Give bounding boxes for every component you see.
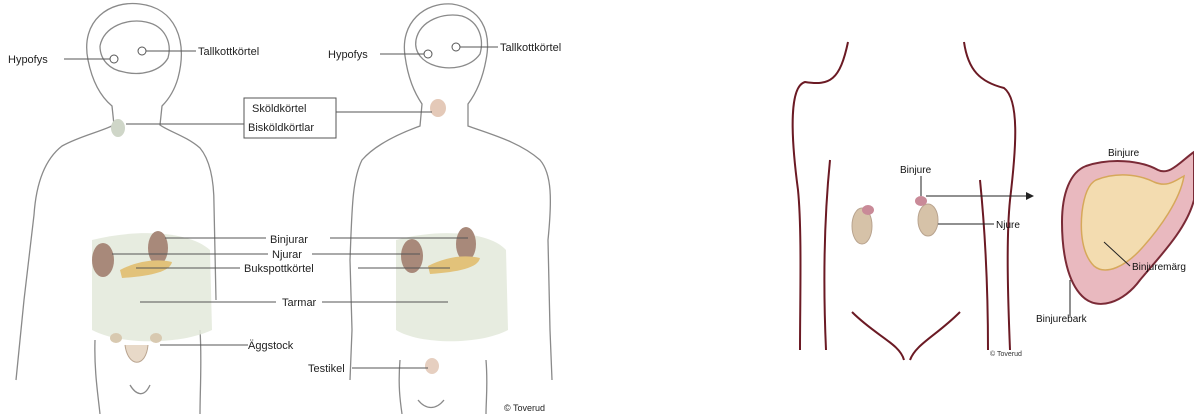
label-binjure: Binjure	[900, 165, 932, 176]
female-pituitary-marker	[110, 55, 118, 63]
label-female-hypofys: Hypofys	[8, 54, 48, 66]
label-male-hypofys: Hypofys	[328, 49, 368, 61]
female-ovary-left	[110, 333, 122, 343]
female-ovary-right	[150, 333, 162, 343]
label-male-tallkottkortel: Tallkottkörtel	[500, 42, 561, 54]
label-aggstock: Äggstock	[248, 340, 294, 352]
female-kidney-left	[92, 243, 114, 277]
arrow-head	[1026, 192, 1034, 200]
label-female-tallkottkortel: Tallkottkörtel	[198, 46, 259, 58]
adrenal-left	[862, 205, 874, 215]
label-bukspottkortel: Bukspottkörtel	[244, 263, 314, 275]
torso-groin	[852, 312, 960, 360]
detail-cortex: Binjurebark	[1036, 314, 1088, 325]
torso-left-arm	[824, 160, 830, 350]
female-brain	[100, 21, 169, 73]
male-pituitary-marker	[424, 50, 432, 58]
adrenal-detail: Binjure Binjuremärg Binjurebark	[1036, 148, 1194, 325]
adrenal-right	[915, 196, 927, 206]
detail-medulla: Binjuremärg	[1132, 262, 1186, 273]
female-legs-outline	[95, 330, 201, 414]
label-njure: Njure	[996, 220, 1020, 231]
male-kidney-right	[456, 227, 476, 261]
left-credit: © Toverud	[504, 403, 545, 413]
label-testikel: Testikel	[308, 363, 345, 375]
male-testicle	[425, 358, 439, 374]
female-uterus	[125, 345, 148, 362]
female-figure: Hypofys Tallkottkörtel Äggstock	[8, 3, 294, 414]
torso-outline-left	[793, 42, 848, 350]
label-biskoldkortlar: Bisköldkörtlar	[248, 122, 314, 134]
detail-title: Binjure	[1108, 148, 1140, 159]
male-brain	[416, 15, 482, 68]
female-pineal-marker	[138, 47, 146, 55]
right-torso: Binjure Njure © Toverud	[793, 42, 1034, 360]
label-skoldkortel: Sköldkörtel	[252, 103, 306, 115]
label-tarmar: Tarmar	[282, 297, 317, 309]
torso-right-arm	[980, 180, 988, 350]
male-thyroid	[430, 99, 446, 117]
label-njurar: Njurar	[272, 249, 302, 261]
female-kidney-right	[148, 231, 168, 265]
male-pineal-marker	[452, 43, 460, 51]
label-binjurar: Binjurar	[270, 234, 308, 246]
right-credit: © Toverud	[990, 350, 1022, 358]
female-thyroid	[111, 119, 125, 137]
male-figure: Hypofys Tallkottkörtel Testikel	[308, 4, 561, 414]
kidney-right	[918, 204, 938, 236]
